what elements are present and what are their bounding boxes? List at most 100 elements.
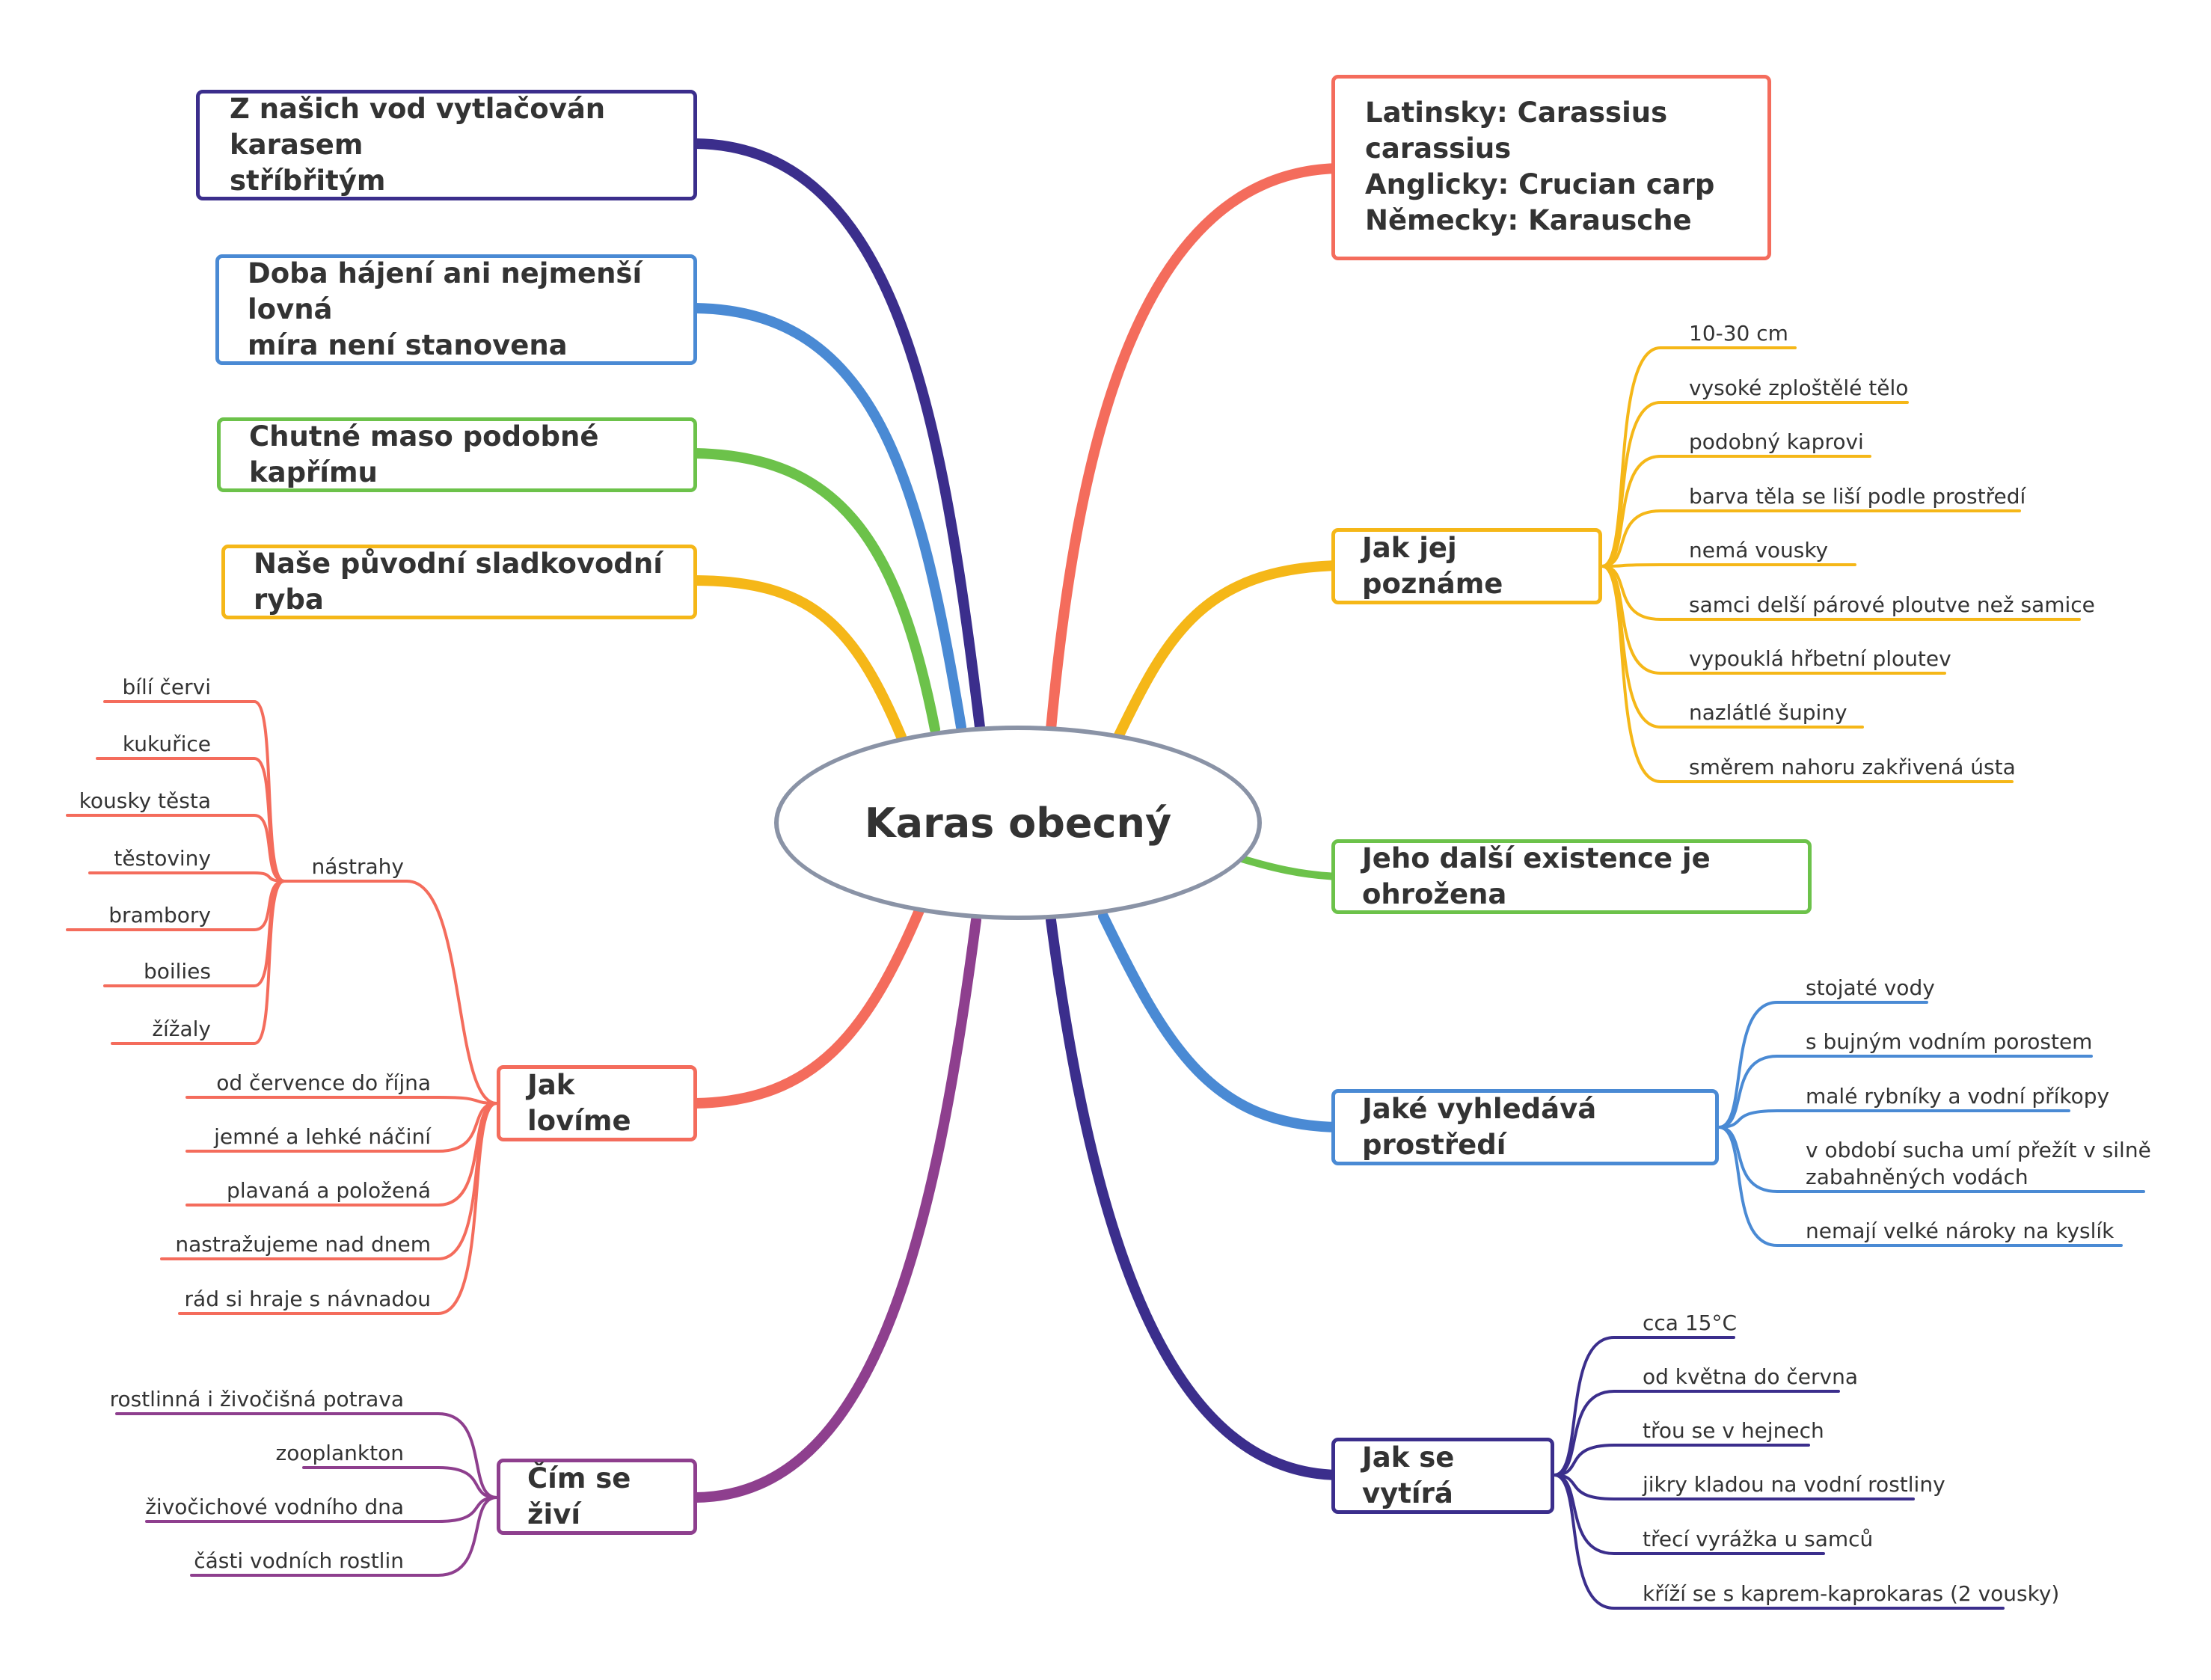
prostredi-leaf-line — [1717, 1109, 2070, 1129]
zivi-leaf-line — [190, 1496, 498, 1577]
zivi-leaf-line — [302, 1466, 498, 1499]
lovime-leaf-line — [185, 1102, 498, 1153]
topic-vytlacovan-line-2: stříbřitým — [230, 165, 386, 197]
vytira-leaf-line — [1553, 1336, 1735, 1477]
vytira-leaf[interactable]: cca 15°C — [1643, 1310, 1738, 1335]
link-vytira — [1046, 915, 1344, 1480]
topic-nazvy-latin: Latinsky: Carassius carassius — [1365, 96, 1668, 165]
zivi-leaf-line — [145, 1496, 498, 1523]
topic-puvodni-ryba[interactable]: Naše původní sladkovodní ryba — [221, 545, 697, 619]
prostredi-leaf-line — [1717, 1126, 2145, 1193]
poznani-leaf-line — [1601, 401, 1909, 568]
topic-lovime-label: Jak lovíme — [527, 1069, 631, 1137]
poznani-leaf[interactable]: samci delší párové ploutve než samice — [1689, 592, 2095, 617]
poznani-leaf[interactable]: nemá vousky — [1689, 538, 1829, 562]
topic-chutne-maso-label: Chutné maso podobné kapřímu — [249, 420, 599, 488]
prostredi-leaf[interactable]: v období sucha umí přežít v silně — [1806, 1138, 2151, 1162]
nastrahy-leaf[interactable]: boilies — [143, 959, 211, 984]
poznani-leaf-line — [1601, 509, 2021, 568]
topic-nazvy-english: Anglicky: Crucian carp — [1365, 168, 1715, 200]
nastrahy-leaf[interactable]: kousky těsta — [79, 788, 211, 813]
link-zivi — [690, 915, 981, 1503]
poznani-leaf-line — [1601, 565, 2081, 621]
nastrahy-label[interactable]: nástrahy — [311, 854, 404, 879]
topic-prostredi-label: Jaké vyhledává prostředí — [1362, 1093, 1597, 1161]
topic-existence-label: Jeho další existence je ohrožena — [1362, 842, 1711, 910]
zivi-leaf[interactable]: části vodních rostlin — [194, 1548, 404, 1573]
topic-existence[interactable]: Jeho další existence je ohrožena — [1331, 839, 1812, 914]
prostredi-leaf[interactable]: zabahněných vodách — [1806, 1165, 2028, 1189]
link-puvodni — [690, 575, 907, 742]
topic-vytira[interactable]: Jak se vytírá — [1331, 1438, 1554, 1514]
poznani-leaf[interactable]: směrem nahoru zakřivená ústa — [1689, 755, 2016, 779]
poznani-leaf-line — [1601, 563, 1856, 568]
poznani-leaf-line — [1601, 455, 1871, 568]
zivi-leaf[interactable]: zooplankton — [275, 1441, 405, 1465]
poznani-leaf[interactable]: vypouklá hřbetní ploutev — [1689, 646, 1951, 671]
topic-poznani-label: Jak jej poznáme — [1362, 532, 1503, 600]
topic-jak-lovime[interactable]: Jak lovíme — [497, 1065, 697, 1141]
poznani-leaf[interactable]: vysoké zploštělé tělo — [1689, 375, 1909, 400]
vytira-leaf-line — [1553, 1390, 1840, 1477]
nastrahy-line — [280, 880, 498, 1105]
nastrahy-leaf-line — [66, 814, 286, 883]
zivi-leaf[interactable]: živočichové vodního dna — [145, 1494, 404, 1519]
topic-vytira-label: Jak se vytírá — [1362, 1441, 1455, 1509]
topic-chutne-maso[interactable]: Chutné maso podobné kapřímu — [217, 417, 697, 492]
vytira-leaf-line — [1553, 1474, 2005, 1610]
nastrahy-leaf-line — [111, 880, 286, 1045]
vytira-leaf[interactable]: jikry kladou na vodní rostliny — [1643, 1472, 1945, 1497]
topic-nazvy-german: Německy: Karausche — [1365, 204, 1692, 236]
nastrahy-leaf[interactable]: kukuřice — [122, 732, 211, 756]
lovime-leaf[interactable]: nastražujeme nad dnem — [175, 1232, 431, 1257]
nastrahy-leaf[interactable]: těstoviny — [114, 846, 211, 871]
prostredi-leaf[interactable]: malé rybníky a vodní příkopy — [1806, 1084, 2110, 1109]
link-chutne — [690, 448, 940, 735]
lovime-leaf[interactable]: plavaná a položená — [227, 1178, 431, 1203]
topic-doba-hajeni[interactable]: Doba hájení ani nejmenší lovná míra není … — [215, 254, 697, 365]
link-existence — [1238, 855, 1343, 880]
topic-prostredi[interactable]: Jaké vyhledává prostředí — [1331, 1089, 1719, 1165]
topic-zivi-label: Čím se živí — [527, 1462, 631, 1530]
nastrahy-leaf[interactable]: bílí červi — [122, 675, 212, 699]
topic-doba-hajeni-line-1: Doba hájení ani nejmenší lovná — [248, 257, 643, 325]
vytira-leaf[interactable]: kříží se s kaprem-kaprokaras (2 vousky) — [1643, 1581, 2060, 1606]
vytira-leaf[interactable]: třecí vyrážka u samců — [1643, 1527, 1874, 1551]
link-poznani — [1113, 560, 1344, 742]
topic-cim-se-zivi[interactable]: Čím se živí — [497, 1459, 697, 1535]
central-topic[interactable]: Karas obecný — [774, 726, 1262, 920]
topic-jak-jej-poznáme[interactable]: Jak jej poznáme — [1331, 528, 1602, 604]
zivi-leaf-line — [115, 1412, 498, 1499]
lovime-leaf[interactable]: rád si hraje s návnadou — [184, 1287, 431, 1311]
poznani-leaf[interactable]: barva těla se liší podle prostředí — [1689, 484, 2026, 509]
prostredi-leaf[interactable]: s bujným vodním porostem — [1806, 1029, 2093, 1054]
topic-doba-hajeni-line-2: míra není stanovena — [248, 329, 568, 361]
prostredi-leaf[interactable]: stojaté vody — [1806, 975, 1935, 1000]
vytira-leaf-line — [1553, 1444, 1810, 1477]
nastrahy-leaf-line — [96, 757, 286, 883]
poznani-leaf[interactable]: 10-30 cm — [1689, 321, 1788, 346]
link-lovime — [690, 904, 925, 1109]
central-topic-label: Karas obecný — [864, 799, 1172, 847]
lovime-leaf[interactable]: od července do října — [216, 1070, 431, 1095]
topic-vytlacovan[interactable]: Z našich vod vytlačován karasem stříbřitý… — [196, 90, 697, 200]
nastrahy-leaf[interactable]: žížaly — [152, 1017, 211, 1041]
prostredi-leaf-line — [1717, 1055, 2093, 1129]
vytira-leaf[interactable]: od května do června — [1643, 1364, 1859, 1389]
zivi-leaf[interactable]: rostlinná i živočišná potrava — [109, 1387, 404, 1411]
link-names — [1046, 163, 1344, 735]
link-prostredi — [1098, 911, 1344, 1132]
poznani-leaf-line — [1601, 565, 2014, 783]
lovime-leaf[interactable]: jemné a lehké náčiní — [214, 1124, 431, 1149]
nastrahy-leaf[interactable]: brambory — [108, 903, 211, 928]
link-doba — [690, 303, 966, 732]
vytira-leaf[interactable]: třou se v hejnech — [1643, 1418, 1824, 1443]
topic-vytlacovan-line-1: Z našich vod vytlačován karasem — [230, 93, 606, 161]
poznani-leaf[interactable]: podobný kaprovi — [1689, 429, 1864, 454]
poznani-leaf[interactable]: nazlátlé šupiny — [1689, 700, 1847, 725]
prostredi-leaf[interactable]: nemají velké nároky na kyslík — [1806, 1218, 2115, 1243]
topic-puvodni-ryba-label: Naše původní sladkovodní ryba — [254, 548, 663, 616]
